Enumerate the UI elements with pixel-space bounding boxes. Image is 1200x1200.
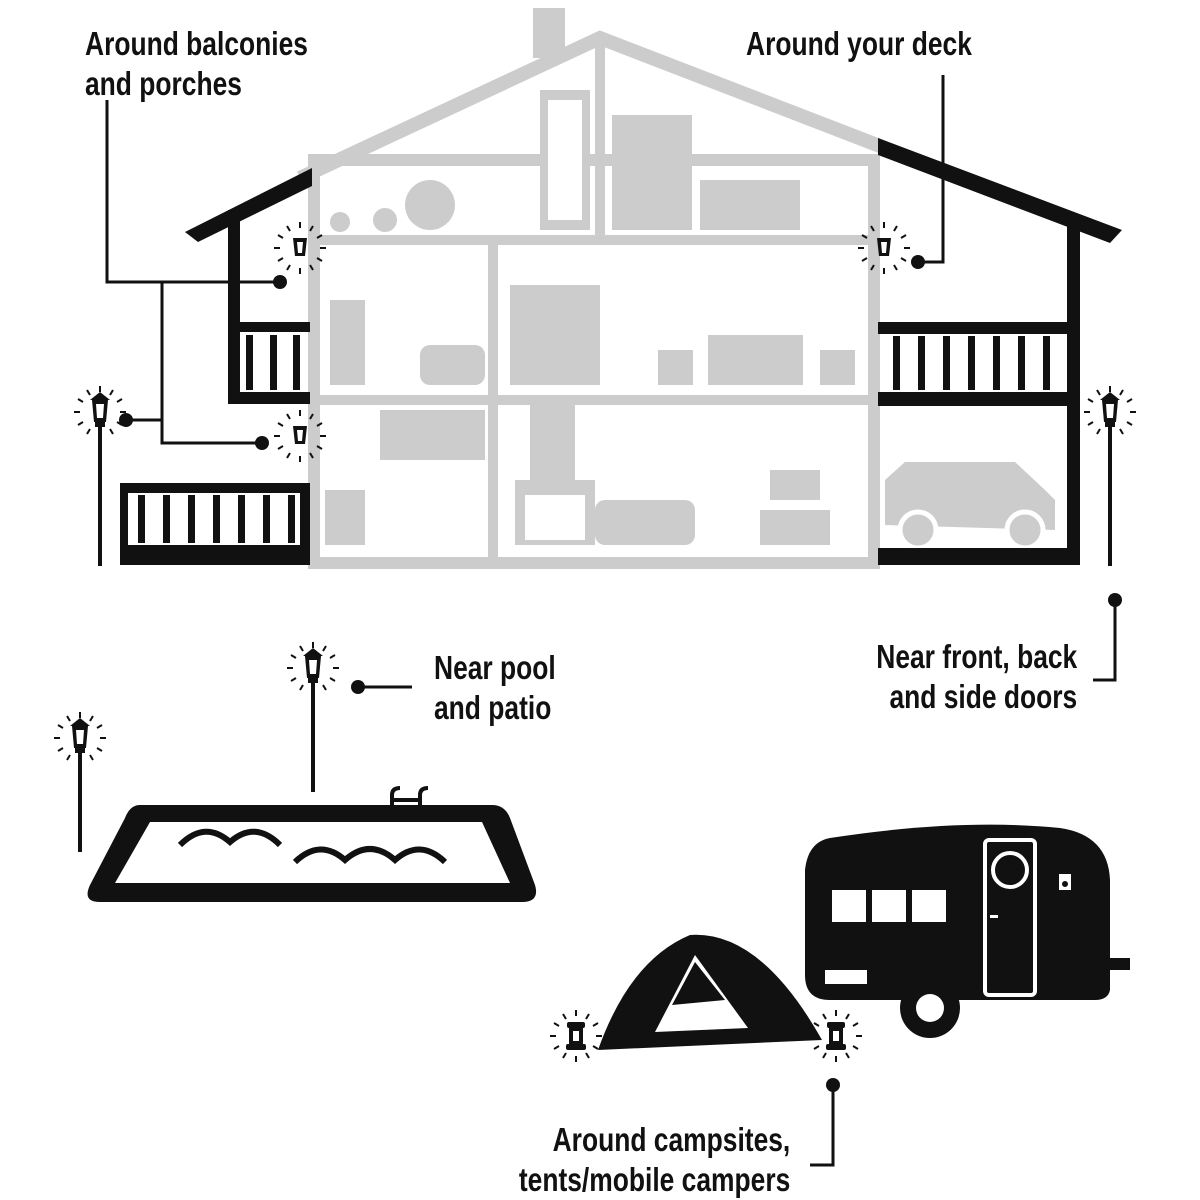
- house-left-wing: [120, 168, 312, 565]
- tent: [598, 934, 822, 1050]
- lantern-left: [550, 1010, 602, 1062]
- house-right-wing: [878, 138, 1122, 565]
- camper-light: [1038, 855, 1092, 909]
- label-doors-line1: Near front, back: [876, 638, 1077, 675]
- label-pool-line2: and patio: [434, 689, 552, 726]
- post-lamp-pool-left: [54, 712, 106, 852]
- label-pool-line1: Near pool: [434, 649, 556, 686]
- post-lamp-left: [74, 386, 126, 566]
- label-balconies-porches: Around balconies and porches: [85, 24, 308, 104]
- label-camp-line2: tents/mobile campers: [518, 1161, 790, 1198]
- label-balconies-line1: Around balconies: [85, 25, 308, 62]
- label-pool-patio: Near pool and patio: [434, 648, 556, 728]
- label-doors-line2: and side doors: [889, 678, 1077, 715]
- label-deck: Around your deck: [746, 24, 972, 64]
- label-balconies-line2: and porches: [85, 65, 242, 102]
- house-main: [297, 8, 1055, 569]
- pool: [87, 786, 537, 902]
- pointer-lines: [105, 75, 1117, 1167]
- label-camp-line1: Around campsites,: [552, 1121, 790, 1158]
- pointer-dots: [119, 255, 1122, 1092]
- wall-lamp-upper-right: [858, 222, 910, 274]
- lamps: [54, 222, 1136, 1062]
- camper: [805, 824, 1130, 1038]
- label-doors: Near front, back and side doors: [876, 637, 1077, 717]
- post-lamp-right: [1084, 386, 1136, 566]
- label-deck-line1: Around your deck: [746, 25, 972, 62]
- label-campsites: Around campsites, tents/mobile campers: [519, 1120, 790, 1200]
- post-lamp-pool: [287, 642, 339, 792]
